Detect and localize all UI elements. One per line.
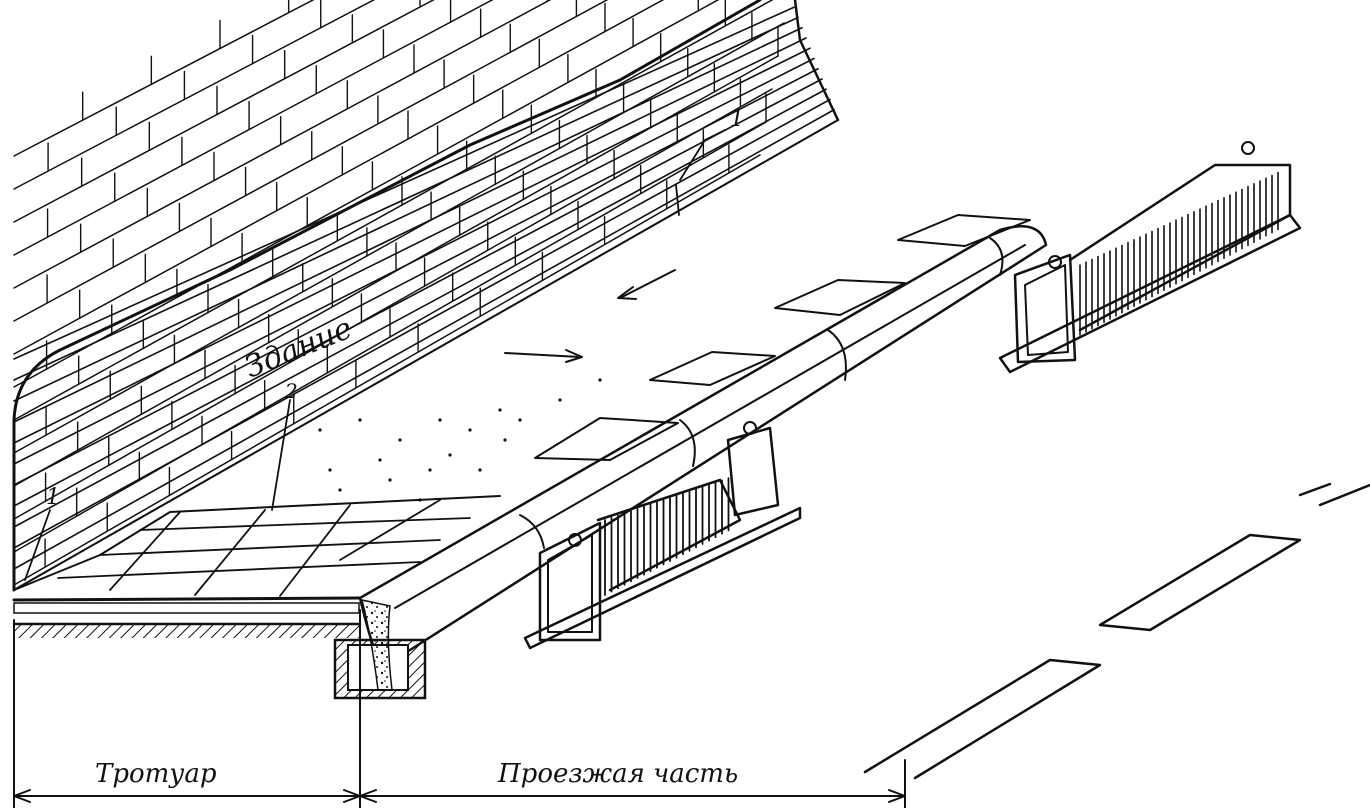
curb-foundation [333, 599, 427, 700]
marker-1-top: 1 [730, 107, 744, 132]
drain-grate-box-back [998, 141, 1302, 374]
grate-bars-back [1079, 171, 1279, 336]
marker-leaders [24, 129, 726, 581]
curb-top-slabs [534, 214, 1031, 461]
curb-stone [358, 225, 1048, 658]
building-wall [12, 0, 840, 592]
ground-texture-dots [318, 378, 602, 502]
sidewalk-slabs [12, 495, 501, 602]
dimension-lines [13, 609, 906, 808]
marker-2: 2 [284, 379, 298, 403]
grate-bars-front [604, 477, 730, 596]
roadway-label: Проезжая часть [497, 759, 738, 789]
marker-1-left: 1 [46, 485, 60, 510]
sidewalk-label: Тротуар [95, 759, 217, 789]
traffic-arrows [504, 269, 676, 363]
drain-grate-box-front [523, 421, 802, 650]
sidewalk-base-ground [12, 602, 362, 638]
brick-pattern [13, 0, 839, 591]
lane-markings [863, 482, 1370, 780]
